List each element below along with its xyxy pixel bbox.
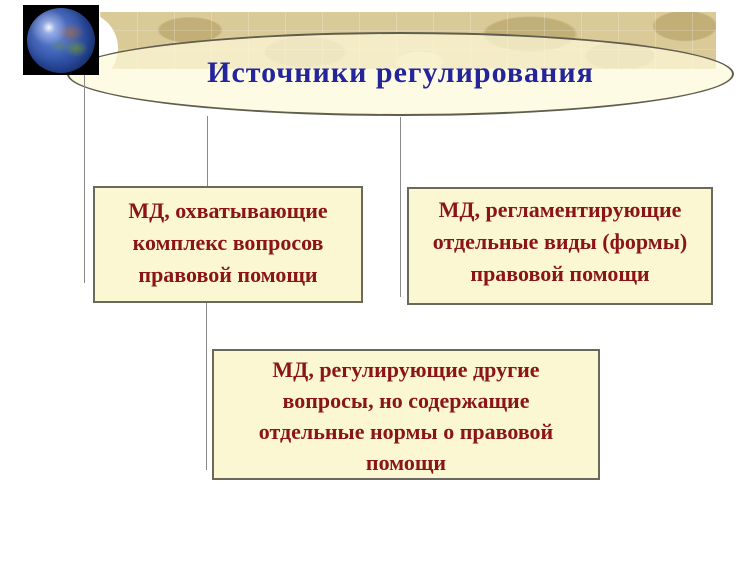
title-ellipse: Источники регулирования	[67, 32, 734, 116]
connector-globe-down	[84, 75, 85, 283]
box-md-other-questions: МД, регулирующие другие вопросы, но соде…	[212, 349, 600, 480]
connector-ellipse-to-left-box	[207, 116, 208, 186]
globe-sphere	[26, 7, 96, 73]
connector-left-box-to-bottom-box	[206, 303, 207, 470]
box-md-separate-forms: МД, регламентирующие отдельные виды (фор…	[407, 187, 713, 305]
slide-title: Источники регулирования	[207, 56, 594, 89]
box-md-complex-questions: МД, охватывающие комплекс вопросов право…	[93, 186, 363, 303]
globe-icon	[23, 5, 99, 75]
connector-ellipse-to-right-box	[400, 117, 401, 297]
